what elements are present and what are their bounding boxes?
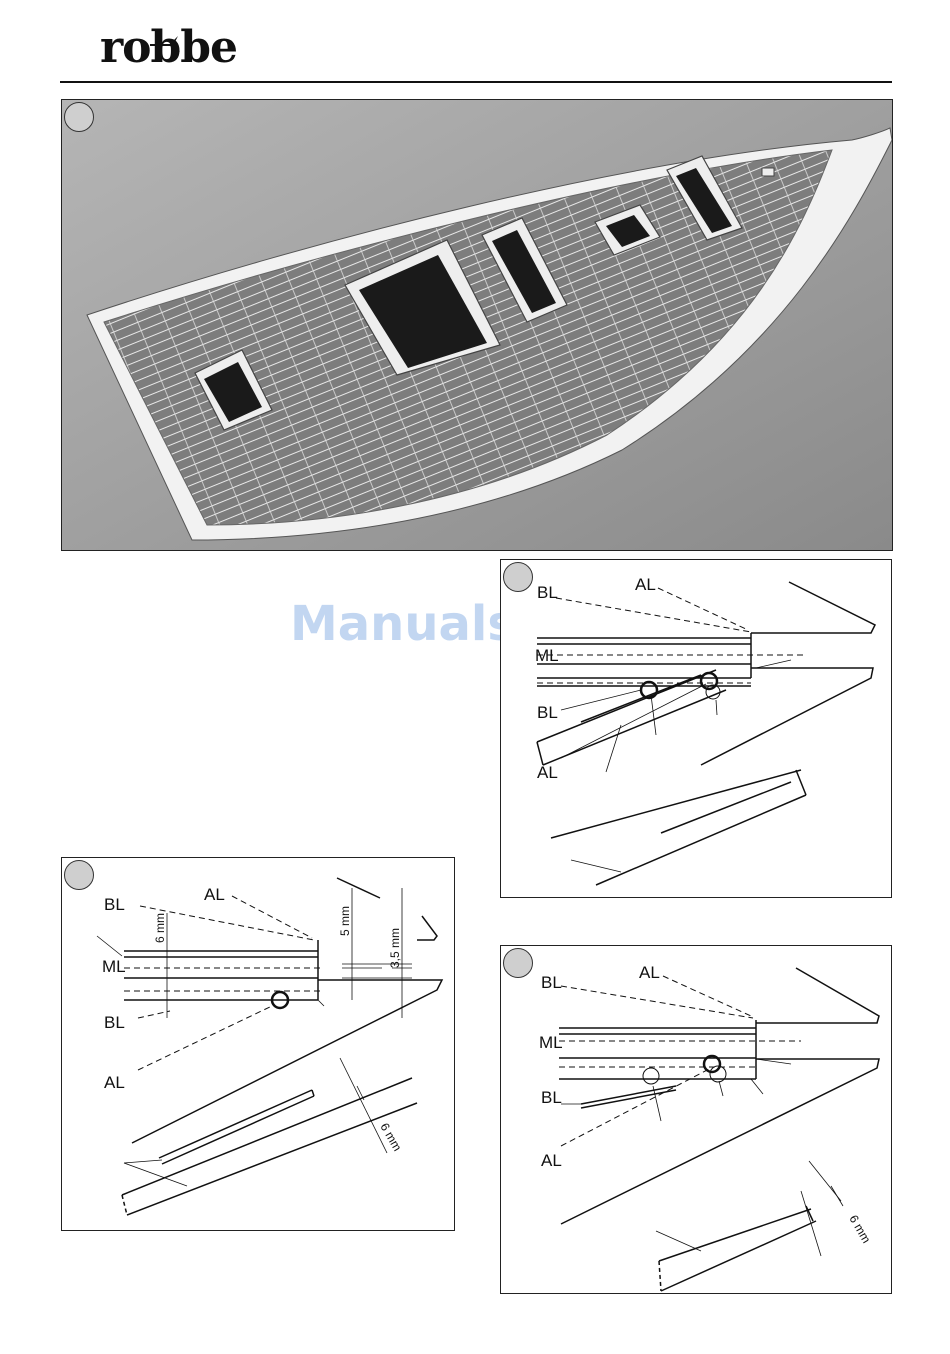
label-al: AL <box>639 963 660 982</box>
dimension-label: 3,5 mm <box>388 928 402 968</box>
label-bl: BL <box>537 703 558 722</box>
dimension-label: 6 mm <box>846 1213 873 1246</box>
label-al: AL <box>204 885 225 904</box>
label-ml: ML <box>535 646 559 665</box>
label-al: AL <box>104 1073 125 1092</box>
label-al: AL <box>635 575 656 594</box>
dimension-label: 6 mm <box>377 1121 404 1154</box>
label-ml: ML <box>102 957 126 976</box>
label-ml: ML <box>539 1033 563 1052</box>
diagram-left: 6 mm 5 mm 3,5 mm 6 mm BL AL ML BL AL <box>61 857 455 1231</box>
boat-deck-photo <box>61 99 893 551</box>
label-bl: BL <box>541 973 562 992</box>
header-rule <box>60 81 892 83</box>
label-bl: BL <box>104 895 125 914</box>
label-al: AL <box>537 763 558 782</box>
brand-logo: robbe <box>100 22 237 73</box>
label-bl: BL <box>541 1088 562 1107</box>
dimension-label: 6 mm <box>153 913 167 943</box>
diagram-right-bottom: 6 mm BL AL ML BL AL <box>500 945 892 1294</box>
dimension-label: 5 mm <box>338 906 352 936</box>
label-bl: BL <box>537 583 558 602</box>
figure-number-circle <box>64 102 94 132</box>
label-al: AL <box>541 1151 562 1170</box>
label-bl: BL <box>104 1013 125 1032</box>
diagram-right-top: BL AL ML BL AL <box>500 559 892 898</box>
